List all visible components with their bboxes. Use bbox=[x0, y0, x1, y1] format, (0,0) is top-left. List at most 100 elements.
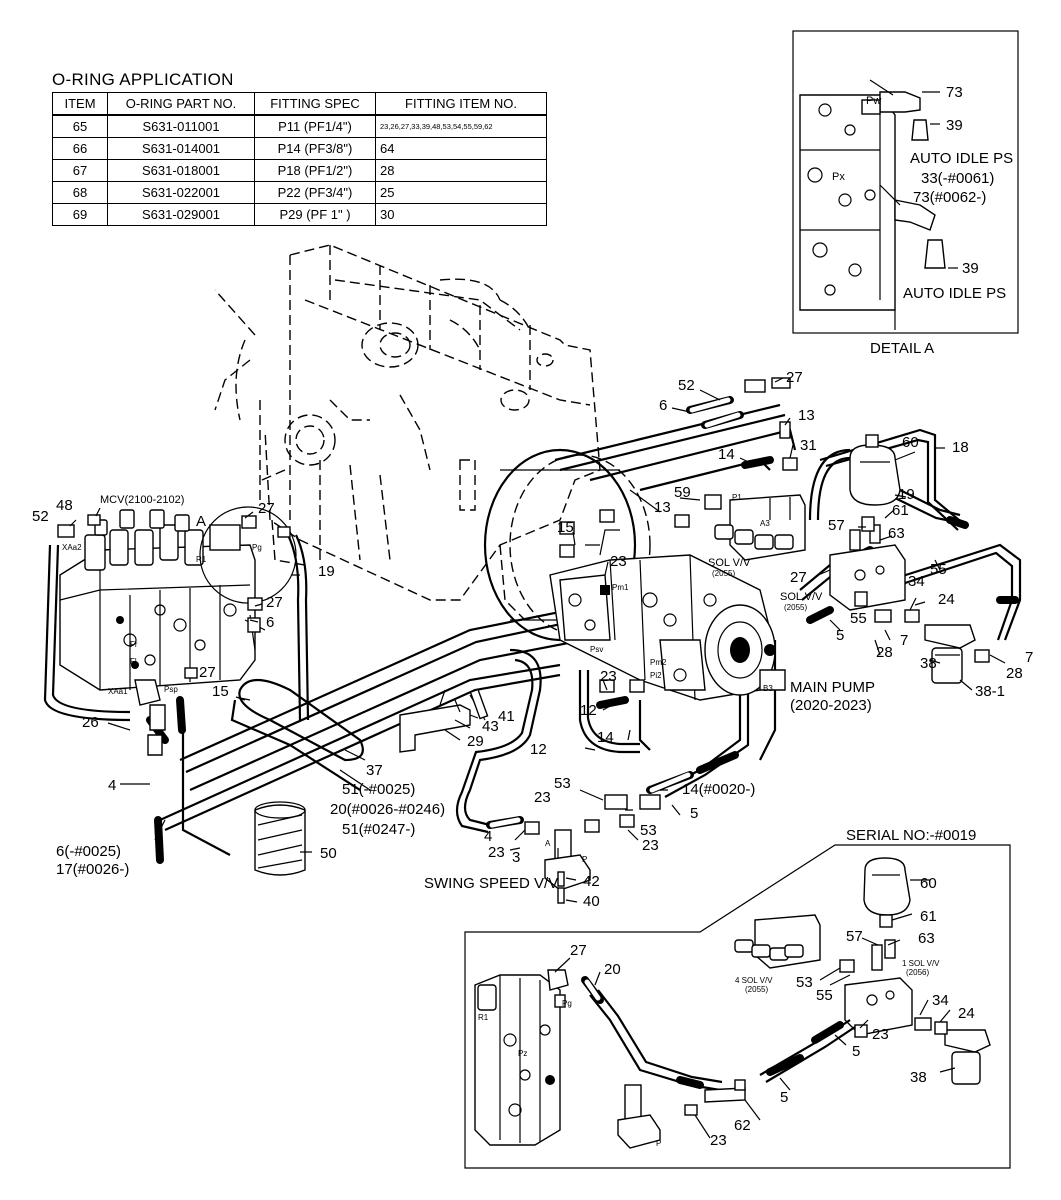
oring-application-table: ITEM O-RING PART NO. FITTING SPEC FITTIN… bbox=[52, 92, 547, 226]
serial-callout-62: 62 bbox=[734, 1117, 751, 1134]
serial-sol-4-label: 4 SOL V/V bbox=[735, 976, 773, 985]
callout-18: 18 bbox=[952, 439, 969, 456]
serial-sol-1-code: (2056) bbox=[906, 968, 929, 977]
table-row: 66 S631-014001 P14 (PF3/8") 64 bbox=[52, 137, 547, 160]
sol-vv-1-code: (2055) bbox=[712, 569, 735, 578]
solenoid-valve-2 bbox=[829, 524, 906, 611]
serial-inset-callouts: SERIAL NO:-#0019 27 20 60 61 57 63 53 55… bbox=[478, 827, 976, 1149]
port-fl: Fl bbox=[130, 657, 137, 666]
callout-52-b: 52 bbox=[678, 377, 695, 394]
table-row: 67 S631-018001 P18 (PF1/2") 28 bbox=[52, 159, 547, 182]
cell-part: S631-029001 bbox=[107, 203, 255, 226]
col-fitting-spec: FITTING SPEC bbox=[254, 92, 376, 116]
callout-52: 52 bbox=[32, 508, 49, 525]
serial-callout-27: 27 bbox=[570, 942, 587, 959]
col-part-no: O-RING PART NO. bbox=[107, 92, 255, 116]
callout-23: 23 bbox=[610, 553, 627, 570]
callout-55: 55 bbox=[930, 561, 947, 578]
callout-63: 63 bbox=[888, 525, 905, 542]
hose-protector bbox=[254, 801, 306, 876]
cell-fitting: 30 bbox=[375, 203, 547, 226]
mcv-label: MCV(2100-2102) bbox=[100, 494, 184, 506]
callout-28-b: 28 bbox=[1006, 665, 1023, 682]
port-b3: B3 bbox=[763, 684, 773, 693]
callout-14-range: 14(#0020-) bbox=[682, 781, 755, 798]
callout-40: 40 bbox=[583, 893, 600, 910]
callout-38-1: 38-1 bbox=[975, 683, 1005, 700]
swing-speed-valve-label: SWING SPEED V/V bbox=[424, 875, 558, 892]
callout-19: 19 bbox=[318, 563, 335, 580]
callout-13: 13 bbox=[798, 407, 815, 424]
cell-item: 68 bbox=[52, 181, 108, 204]
callout-12-b: 12 bbox=[530, 741, 547, 758]
callout-20-range: 20(#0026-#0246) bbox=[330, 801, 445, 818]
callout-73-range: 73(#0062-) bbox=[913, 189, 986, 206]
callout-37: 37 bbox=[366, 762, 383, 779]
callout-55-b: 55 bbox=[850, 610, 867, 627]
callout-14: 14 bbox=[718, 446, 735, 463]
solenoid-valve-block bbox=[714, 494, 806, 561]
serial-port-r1: R1 bbox=[478, 1013, 489, 1022]
port-r1: R1 bbox=[196, 555, 207, 564]
callout-14-b: 14 bbox=[597, 729, 614, 746]
main-pump-range: (2020-2023) bbox=[790, 697, 872, 714]
line-filter bbox=[924, 624, 976, 684]
table-row: 68 S631-022001 P22 (PF3/4") 25 bbox=[52, 181, 547, 204]
port-xaa1: XAa1 bbox=[108, 687, 128, 696]
callout-5-b: 5 bbox=[690, 805, 698, 822]
callout-60: 60 bbox=[902, 434, 919, 451]
callout-27-b: 27 bbox=[266, 594, 283, 611]
serial-callout-63: 63 bbox=[918, 930, 935, 947]
serial-callout-34: 34 bbox=[932, 992, 949, 1009]
cell-spec: P29 (PF 1" ) bbox=[254, 203, 376, 226]
port-fr: Fr bbox=[130, 640, 138, 649]
callout-19-b: 19 bbox=[898, 486, 915, 503]
serial-callout-5-b: 5 bbox=[780, 1089, 788, 1106]
callout-23-d: 23 bbox=[642, 837, 659, 854]
callout-7: 7 bbox=[900, 632, 908, 649]
main-pump-label: MAIN PUMP bbox=[790, 679, 875, 696]
callout-73: 73 bbox=[946, 84, 963, 101]
port-pm1: Pm1 bbox=[612, 583, 629, 592]
detail-a-callouts: 73 39 AUTO IDLE PS 33(-#0061) 73(#0062-)… bbox=[832, 84, 1013, 357]
main-callouts: 52 48 27 27 6 27 19 15 26 4 6(-#0025) 17… bbox=[32, 369, 1033, 910]
callout-53: 53 bbox=[554, 775, 571, 792]
callout-33: 33(-#0061) bbox=[921, 170, 994, 187]
callout-27-c: 27 bbox=[199, 664, 216, 681]
port-pi2: Pi2 bbox=[650, 671, 662, 680]
callout-17-range: 17(#0026-) bbox=[56, 861, 129, 878]
sol-vv-2-label: SOL V/V bbox=[780, 591, 823, 603]
cell-spec: P18 (PF1/2") bbox=[254, 159, 376, 182]
serial-callout-61: 61 bbox=[920, 908, 937, 925]
callout-13-b: 13 bbox=[654, 499, 671, 516]
callout-41: 41 bbox=[498, 708, 515, 725]
port-px: Px bbox=[832, 171, 845, 183]
misc-fittings bbox=[184, 377, 990, 835]
serial-callout-60: 60 bbox=[920, 875, 937, 892]
callout-31: 31 bbox=[800, 437, 817, 454]
callout-34: 34 bbox=[908, 573, 925, 590]
callout-3: 3 bbox=[512, 849, 520, 866]
serial-callout-24: 24 bbox=[958, 1005, 975, 1022]
callout-6-range: 6(-#0025) bbox=[56, 843, 121, 860]
serial-title: SERIAL NO:-#0019 bbox=[846, 827, 976, 844]
port-p: P bbox=[582, 855, 587, 864]
serial-callout-57: 57 bbox=[846, 928, 863, 945]
swing-speed-valve bbox=[544, 829, 591, 904]
callout-15-b: 15 bbox=[557, 519, 574, 536]
port-p1: P1 bbox=[732, 493, 742, 502]
callout-auto-idle-ps-lower: AUTO IDLE PS bbox=[903, 285, 1006, 302]
sol-vv-2-code: (2055) bbox=[784, 603, 807, 612]
port-a: A bbox=[545, 839, 551, 848]
detail-a-panel bbox=[792, 30, 1019, 334]
serial-port-pg: Pg bbox=[562, 999, 572, 1008]
col-item: ITEM bbox=[52, 92, 108, 116]
serial-port-pz: Pz bbox=[518, 1049, 527, 1058]
callout-29: 29 bbox=[467, 733, 484, 750]
cell-part: S631-011001 bbox=[107, 114, 255, 138]
callout-59: 59 bbox=[674, 484, 691, 501]
callout-27: 27 bbox=[258, 500, 275, 517]
port-pw: Pw bbox=[866, 95, 881, 107]
detail-a-ref: A bbox=[196, 513, 206, 530]
